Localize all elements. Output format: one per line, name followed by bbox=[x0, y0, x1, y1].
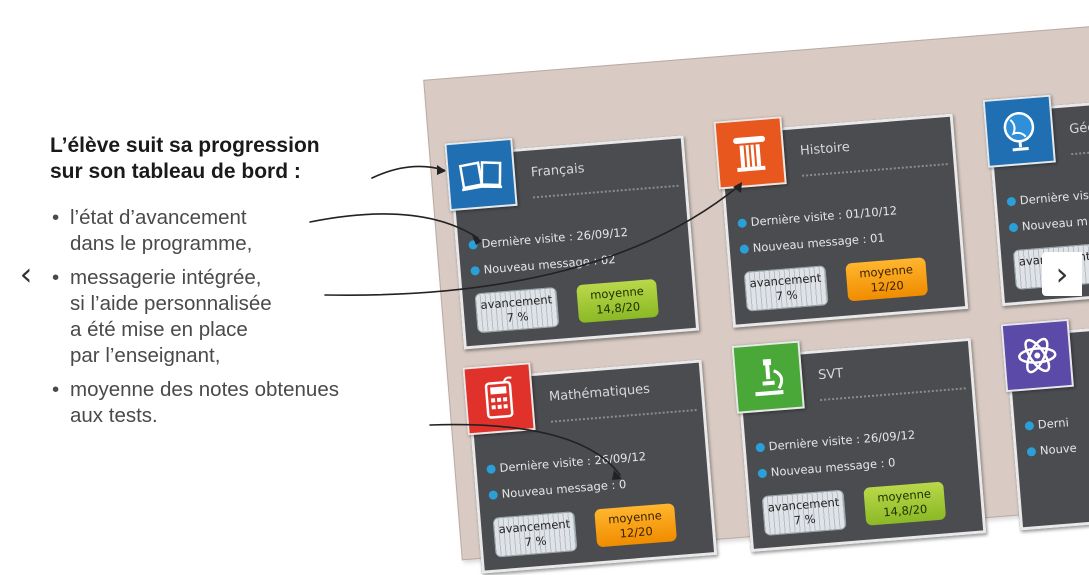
feature-progress-line1: l’état d’avancement bbox=[70, 206, 247, 229]
atom-icon bbox=[1000, 318, 1074, 393]
dashboard-board: Français Dernière visite : 26/09/12 Nouv… bbox=[423, 18, 1089, 574]
last-visit: Dernière visite : 01/10/12 bbox=[737, 203, 898, 230]
new-message-text: Nouveau m bbox=[1021, 214, 1089, 234]
bullet-icon bbox=[739, 243, 750, 254]
feature-messaging-line2: si l’aide personnalisée bbox=[70, 292, 272, 315]
bullet-icon bbox=[1026, 446, 1037, 457]
subject-title: Histoire bbox=[799, 139, 851, 159]
feature-list: l’état d’avancement dans le programme, m… bbox=[50, 205, 450, 437]
card-geographie[interactable]: Géo Dernière vis Nouveau m avancement4 % bbox=[982, 91, 1089, 307]
column-icon bbox=[713, 116, 787, 190]
card-mathematiques[interactable]: Mathématiques Dernière visite : 26/09/12… bbox=[462, 359, 718, 574]
bullet-icon bbox=[470, 265, 480, 276]
intro-title: L’élève suit sa progression sur son tabl… bbox=[50, 133, 410, 185]
subject-title: Français bbox=[530, 161, 586, 181]
last-visit: Derni bbox=[1024, 415, 1069, 432]
last-visit-text: Dernière visite : 26/09/12 bbox=[499, 449, 647, 475]
new-message-text: Nouveau message : 0 bbox=[770, 455, 896, 480]
bullet-icon bbox=[757, 468, 768, 478]
dashboard-wrapper: Français Dernière visite : 26/09/12 Nouv… bbox=[420, 0, 1089, 574]
feature-progress-line2: dans le programme, bbox=[70, 232, 253, 255]
feature-messaging-line1: messagerie intégrée, bbox=[70, 266, 262, 289]
feature-average-line1: moyenne des notes obtenues bbox=[70, 378, 339, 401]
new-message[interactable]: Nouveau message : 0 bbox=[488, 477, 627, 502]
feature-average-line2: aux tests. bbox=[70, 404, 158, 427]
last-visit-text: Dernière visite : 26/09/12 bbox=[768, 427, 916, 454]
subject-title: Géo bbox=[1068, 120, 1089, 138]
bullet-icon bbox=[486, 463, 496, 474]
new-message[interactable]: Nouveau message : 0 bbox=[757, 455, 896, 480]
feature-messaging-line4: par l’enseignant, bbox=[70, 344, 221, 367]
card-physique[interactable]: Derni Nouve bbox=[1000, 316, 1089, 531]
last-visit-text: Dernière visite : 26/09/12 bbox=[480, 224, 629, 251]
new-message-text: Nouve bbox=[1039, 440, 1078, 458]
divider bbox=[550, 409, 697, 423]
new-message-text: Nouveau message : 01 bbox=[752, 230, 886, 255]
bullet-icon bbox=[488, 489, 499, 500]
divider bbox=[802, 163, 948, 177]
book-icon bbox=[444, 137, 518, 212]
bullet-icon bbox=[1008, 222, 1019, 232]
new-message-text: Nouveau message : 02 bbox=[483, 252, 617, 277]
subject-title: Mathématiques bbox=[548, 381, 651, 405]
divider bbox=[820, 387, 966, 402]
new-message[interactable]: Nouve bbox=[1026, 441, 1077, 459]
bullet-icon bbox=[1024, 420, 1035, 431]
new-message[interactable]: Nouveau message : 01 bbox=[739, 230, 885, 256]
last-visit-text: Derni bbox=[1037, 415, 1070, 432]
bullet-icon bbox=[755, 442, 766, 452]
card-svt[interactable]: SVT Dernière visite : 26/09/12 Nouveau m… bbox=[731, 337, 987, 553]
subject-title: SVT bbox=[817, 366, 844, 384]
microscope-icon bbox=[731, 340, 805, 414]
intro-title-line1: L’élève suit sa progression bbox=[50, 134, 320, 157]
card-francais[interactable]: Français Dernière visite : 26/09/12 Nouv… bbox=[444, 135, 700, 350]
intro-title-line2: sur son tableau de bord : bbox=[50, 160, 301, 183]
new-message-text: Nouveau message : 0 bbox=[501, 476, 627, 501]
divider bbox=[1071, 141, 1089, 156]
last-visit: Dernière visite : 26/09/12 bbox=[486, 449, 646, 476]
feature-messaging-line3: a été mise en place bbox=[70, 318, 248, 341]
last-visit: Dernière visite : 26/09/12 bbox=[755, 427, 916, 455]
calculator-icon bbox=[462, 362, 536, 436]
new-message[interactable]: Nouveau m bbox=[1008, 214, 1088, 234]
feature-progress: l’état d’avancement dans le programme, bbox=[50, 205, 450, 257]
feature-messaging: messagerie intégrée, si l’aide personnal… bbox=[50, 265, 450, 369]
feature-average: moyenne des notes obtenues aux tests. bbox=[50, 377, 450, 429]
divider bbox=[532, 184, 679, 199]
globe-icon bbox=[982, 94, 1056, 168]
bullet-icon bbox=[1006, 196, 1017, 206]
last-visit-text: Dernière vis bbox=[1019, 187, 1089, 208]
carousel-prev-button[interactable]: ‹ bbox=[19, 255, 33, 293]
last-visit: Dernière visite : 26/09/12 bbox=[468, 225, 628, 252]
carousel-next-button[interactable]: › bbox=[1042, 252, 1082, 296]
last-visit: Dernière vis bbox=[1006, 188, 1089, 209]
bullet-icon bbox=[737, 217, 748, 228]
card-histoire[interactable]: Histoire Dernière visite : 01/10/12 Nouv… bbox=[713, 113, 969, 328]
bullet-icon bbox=[468, 239, 478, 250]
last-visit-text: Dernière visite : 01/10/12 bbox=[750, 203, 898, 230]
new-message[interactable]: Nouveau message : 02 bbox=[470, 252, 616, 278]
